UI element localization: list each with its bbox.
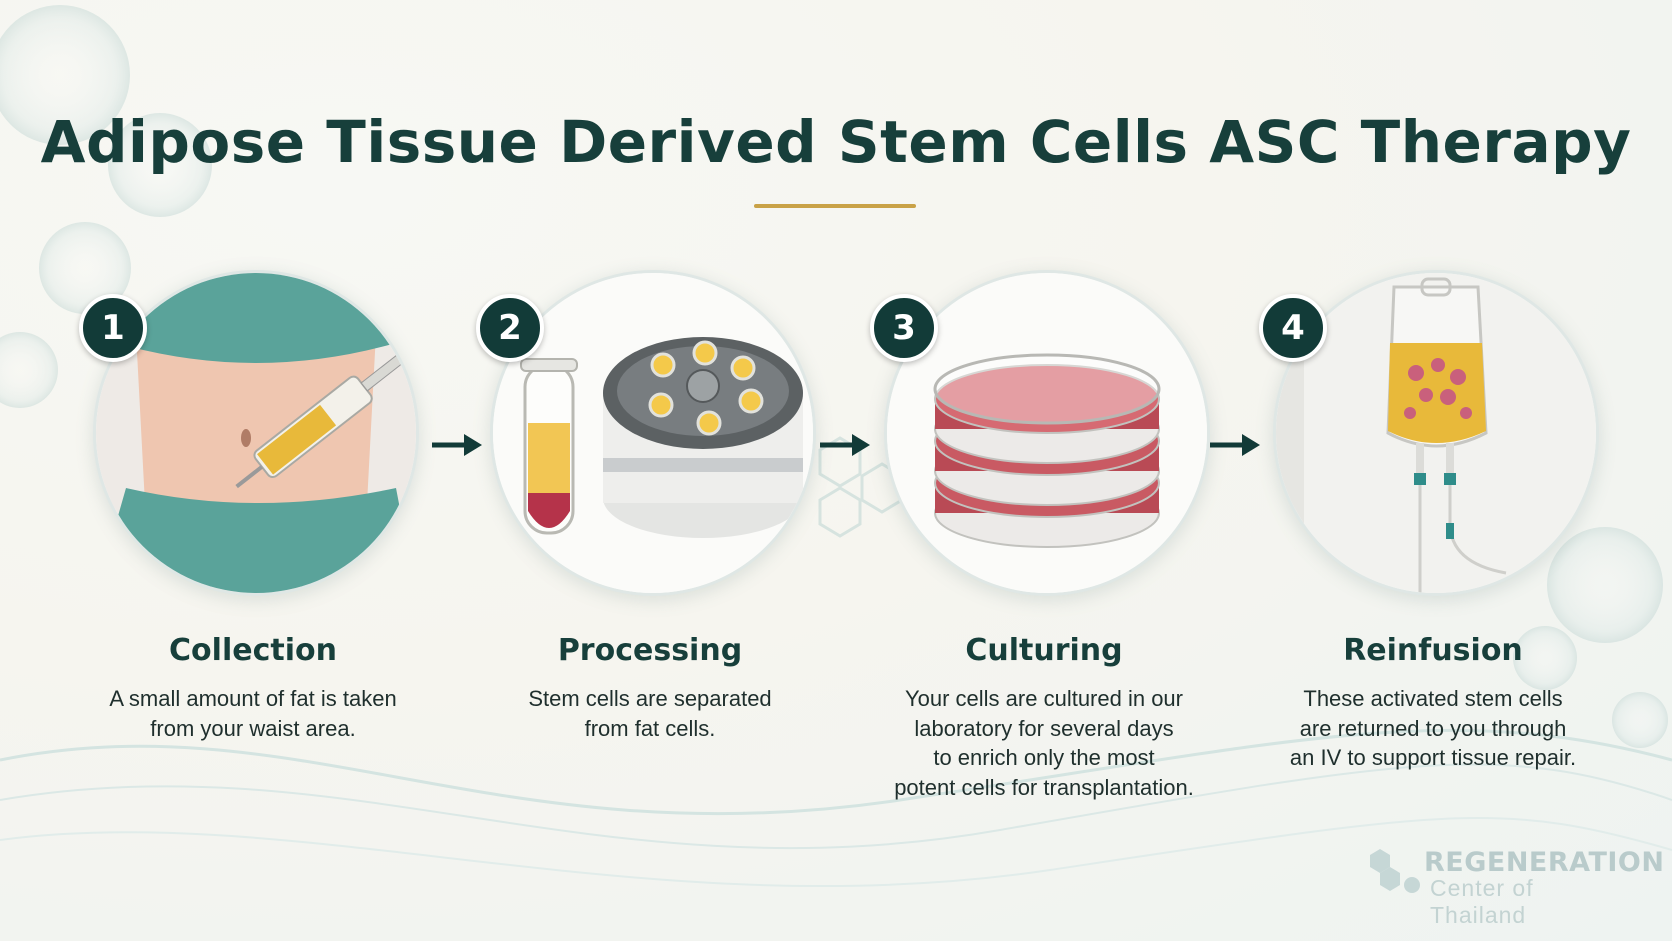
- step-2-description: Stem cells are separated from fat cells.: [528, 686, 772, 741]
- step-3-number-badge: 3: [870, 294, 938, 362]
- step-1-illustration: [93, 270, 419, 596]
- title-underline: [754, 204, 916, 208]
- abdomen-syringe-icon: [96, 273, 416, 593]
- step-2-title: Processing: [557, 633, 743, 668]
- step-3-title: Culturing: [965, 633, 1123, 668]
- step-2-illustration: [490, 270, 816, 596]
- step-1-number-badge: 1: [79, 294, 147, 362]
- arrow-right-icon: [432, 434, 482, 456]
- page-title: Adipose Tissue Derived Stem Cells ASC Th…: [40, 108, 1632, 176]
- arrow-right-icon: [820, 434, 870, 456]
- step-1-title: Collection: [169, 633, 337, 668]
- centrifuge-icon: [493, 273, 813, 593]
- logo-tagline: Center of Thailand: [1430, 875, 1534, 928]
- step-4-description: These activated stem cells are returned …: [1289, 686, 1577, 770]
- logo-name: REGENERATION: [1424, 847, 1665, 878]
- step-4-number-badge: 4: [1259, 294, 1327, 362]
- logo-hexagon-icon: [1370, 849, 1420, 893]
- step-2-number-badge: 2: [476, 294, 544, 362]
- brand-logo: REGENERATION Center of Thailand: [1362, 845, 1664, 928]
- arrow-right-icon: [1210, 434, 1260, 456]
- step-4-illustration: [1273, 270, 1599, 596]
- step-3-illustration: [884, 270, 1210, 596]
- step-3-description: Your cells are cultured in our laborator…: [894, 686, 1194, 800]
- step-1-description: A small amount of fat is taken from your…: [109, 686, 397, 741]
- iv-bag-icon: [1276, 273, 1596, 593]
- petri-dishes-icon: [887, 273, 1207, 593]
- step-4-title: Reinfusion: [1343, 633, 1523, 668]
